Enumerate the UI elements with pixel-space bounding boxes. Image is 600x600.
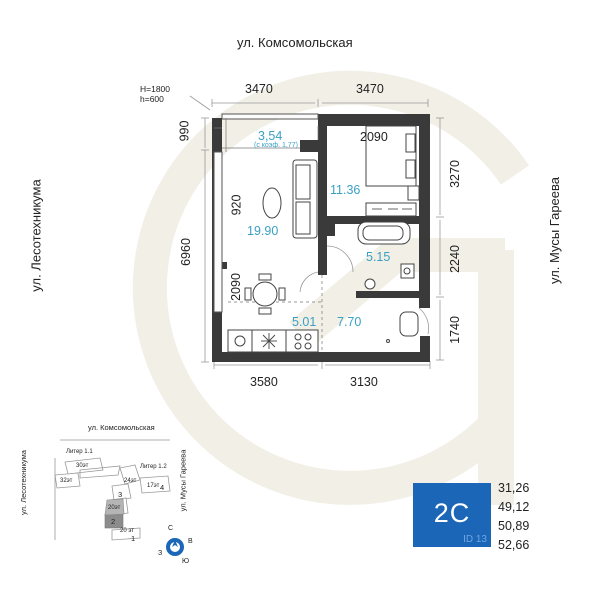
site-section-2: 2: [111, 517, 116, 526]
area-summary-list: 31,26 49,12 50,89 52,66: [498, 479, 529, 555]
dim-bottom-left: 3580: [250, 375, 278, 389]
site-street-left: ул. Лесотехникума: [18, 450, 28, 515]
site-floors-24: 24эт: [124, 478, 137, 484]
room-area-hall: 7.70: [337, 315, 362, 329]
dim-top-left: 3470: [245, 82, 273, 96]
compass-east: В: [188, 538, 193, 545]
site-liter-1-1: Литер 1.1: [66, 449, 93, 455]
site-street-top: ул. Комсомольская: [88, 423, 155, 432]
site-floors-30: 30эт: [76, 463, 89, 469]
window-mark-h: H=1800: [140, 84, 171, 94]
compass-west: З: [158, 550, 163, 557]
site-section-1: 1: [131, 534, 136, 543]
site-section-3: 3: [118, 490, 123, 499]
room-area-kitchen: 5.01: [292, 315, 317, 329]
dim-top-right: 3470: [356, 82, 384, 96]
area-summary-item: 31,26: [498, 481, 530, 495]
site-floors-32: 32эт: [60, 478, 73, 484]
dim-inner-2090-top: 2090: [360, 130, 388, 144]
room-area-balcony-note: (с коэф. 1,77): [254, 142, 298, 149]
area-summary-item: 52,66: [498, 538, 530, 552]
window-mark-h-small: h=600: [140, 94, 164, 104]
room-area-bathroom: 5.15: [366, 250, 391, 264]
apartment-type-badge: 2С ID 13: [413, 483, 491, 547]
site-floors-20: 20эт: [108, 505, 121, 511]
room-area-living: 19.90: [247, 224, 279, 238]
site-section-4: 4: [160, 483, 165, 492]
apartment-type-code: 2С: [433, 498, 471, 528]
room-area-bedroom: 11.36: [330, 183, 361, 197]
site-liter-1-2: Литер 1.2: [140, 464, 167, 470]
compass-north: С: [168, 525, 174, 532]
street-top-label: ул. Комсомольская: [237, 35, 353, 50]
site-street-right: ул. Мусы Гареева: [178, 449, 188, 512]
room-area-balcony: 3,54: [258, 129, 283, 143]
dim-bottom-right: 3130: [350, 375, 378, 389]
site-floors-20b: 20 эт: [120, 528, 135, 534]
area-summary-item: 50,89: [498, 519, 530, 533]
site-floors-17: 17эт: [147, 483, 160, 489]
area-summary-item: 49,12: [498, 500, 530, 514]
apartment-id: ID 13: [463, 534, 487, 545]
compass-south: Ю: [182, 558, 190, 565]
